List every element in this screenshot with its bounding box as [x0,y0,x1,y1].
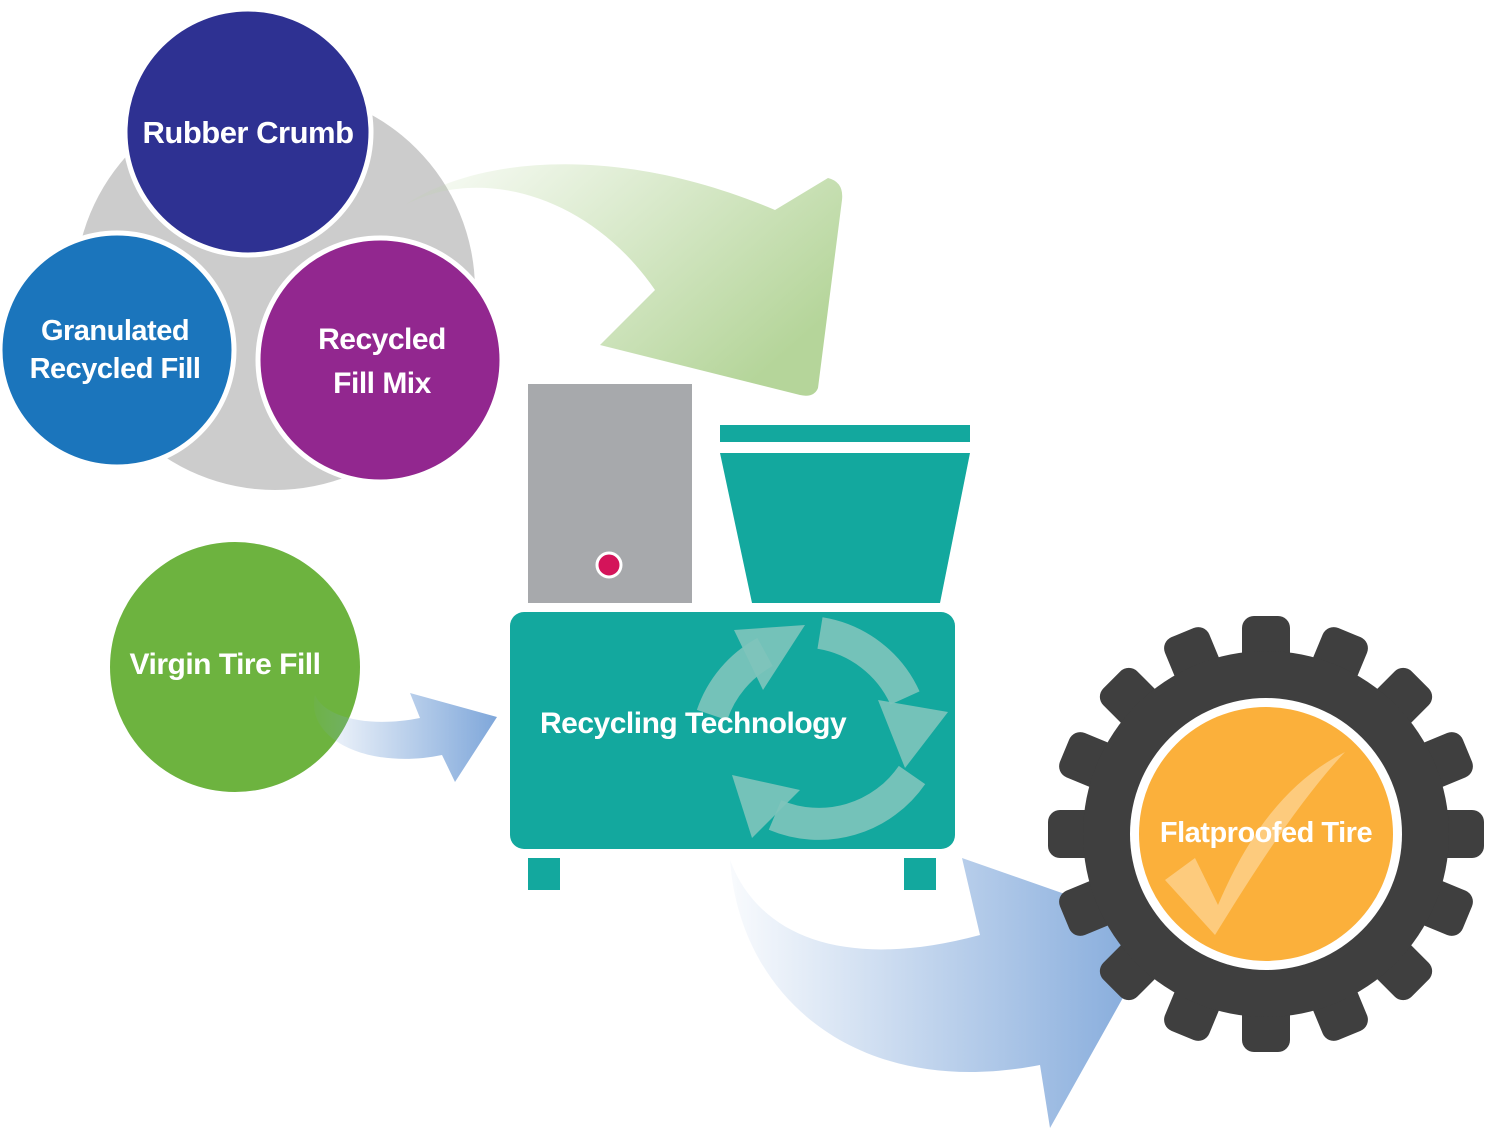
recycling-machine: Recycling Technology [510,384,970,890]
recycled-mix-label-line2: Fill Mix [333,367,431,400]
rubber-crumb-node [122,6,374,258]
virgin-flow-arrow [313,693,497,782]
input-flow-arrow [405,164,843,396]
virgin-tire-fill-node [110,542,360,792]
recycled-mix-label-line1: Recycled [318,323,446,356]
hopper-rim [720,425,970,442]
machine-body [510,612,955,849]
machine-indicator-light [595,551,623,579]
virgin-tire-fill-label: Virgin Tire Fill [130,648,321,681]
flatproofed-tire: Flatproofed Tire [1048,616,1484,1052]
machine-label: Recycling Technology [540,707,847,740]
granulated-label-line2: Recycled Fill [30,353,201,385]
recycle-arrowheads [732,625,948,838]
rubber-crumb-label: Rubber Crumb [143,115,354,150]
machine-hopper [720,453,970,603]
granulated-label-line1: Granulated [41,315,189,347]
input-group: Rubber Crumb Granulated Recycled Fill Re… [0,6,505,490]
machine-foot-left [528,858,560,890]
machine-foot-right [904,858,936,890]
flatproofed-tire-label: Flatproofed Tire [1160,817,1373,849]
output-flow-arrow [730,858,1162,1128]
checkmark-icon [1165,752,1345,935]
recycled-fill-mix-node [255,235,505,485]
granulated-recycled-fill-node [0,230,237,470]
